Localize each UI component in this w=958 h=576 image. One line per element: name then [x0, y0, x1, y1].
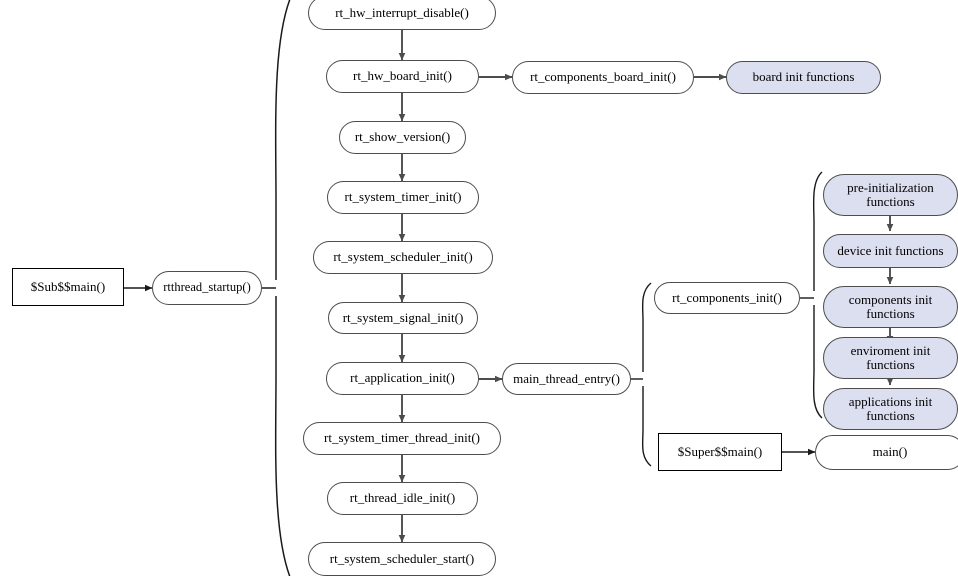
node-components-init-functions[interactable]: components init functions [823, 286, 958, 328]
node-rt-thread-idle-init[interactable]: rt_thread_idle_init() [327, 482, 478, 515]
node-enviroment-init-functions[interactable]: enviroment init functions [823, 337, 958, 379]
node-super-main[interactable]: $Super$$main() [658, 433, 782, 471]
node-rt-components-board-init[interactable]: rt_components_board_init() [512, 61, 694, 94]
node-pre-initialization-functions[interactable]: pre-initialization functions [823, 174, 958, 216]
node-rt-system-timer-init[interactable]: rt_system_timer_init() [327, 181, 479, 214]
node-main-thread-entry[interactable]: main_thread_entry() [502, 363, 631, 395]
startup-brace [262, 0, 291, 576]
node-sub-main[interactable]: $Sub$$main() [12, 268, 124, 306]
node-rt-hw-board-init[interactable]: rt_hw_board_init() [326, 60, 479, 93]
node-device-init-functions[interactable]: device init functions [823, 234, 958, 268]
components-init-brace [800, 171, 823, 419]
node-rt-show-version[interactable]: rt_show_version() [339, 121, 466, 154]
node-rt-hw-interrupt-disable[interactable]: rt_hw_interrupt_disable() [308, 0, 496, 30]
node-rt-components-init[interactable]: rt_components_init() [654, 282, 800, 314]
node-rtthread-startup[interactable]: rtthread_startup() [152, 271, 262, 305]
node-board-init-functions[interactable]: board init functions [726, 61, 881, 94]
node-rt-system-scheduler-init[interactable]: rt_system_scheduler_init() [313, 241, 493, 274]
node-applications-init-functions[interactable]: applications init functions [823, 388, 958, 430]
node-rt-system-signal-init[interactable]: rt_system_signal_init() [328, 302, 478, 334]
node-rt-application-init[interactable]: rt_application_init() [326, 362, 479, 395]
node-main[interactable]: main() [815, 435, 958, 470]
node-rt-system-timer-thread-init[interactable]: rt_system_timer_thread_init() [303, 422, 501, 455]
main-thread-brace [631, 282, 652, 467]
node-rt-system-scheduler-start[interactable]: rt_system_scheduler_start() [308, 542, 496, 576]
